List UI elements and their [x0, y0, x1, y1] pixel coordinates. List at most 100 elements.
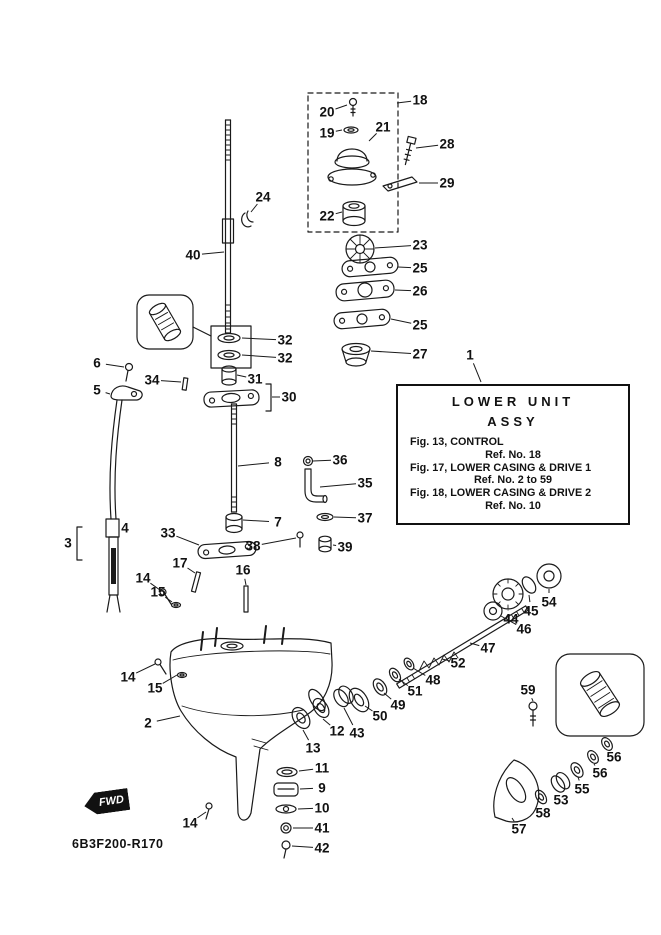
- plate-10-part: [275, 804, 297, 814]
- part-number-17: 17: [172, 556, 187, 571]
- plate-25b-part: [333, 308, 391, 330]
- leader-line-5: [105, 392, 111, 395]
- part-number-25: 25: [412, 318, 428, 333]
- nut-36-part: [302, 455, 314, 467]
- washer-56a-part: [587, 750, 599, 764]
- leader-line-17: [187, 567, 196, 574]
- part-number-9: 9: [318, 781, 326, 796]
- anode-9-part: [273, 782, 299, 797]
- part-number-46: 46: [516, 622, 532, 637]
- part-number-29: 29: [439, 176, 454, 191]
- part-number-23: 23: [412, 238, 428, 253]
- bracket-3: [76, 526, 83, 561]
- part-number-50: 50: [372, 709, 387, 724]
- part-number-8: 8: [274, 455, 282, 470]
- part-number-40: 40: [185, 248, 200, 263]
- shift-rod-assembly: [105, 362, 143, 613]
- lower-unit-assy-info-box: LOWER UNIT ASSY Fig. 13, CONTROL Ref. No…: [396, 384, 630, 525]
- part-number-14: 14: [120, 670, 136, 685]
- water-tube-35-part: [304, 468, 328, 504]
- leader-line-23: [374, 245, 412, 249]
- sleeve-31-part: [221, 365, 237, 386]
- part-number-21: 21: [375, 120, 391, 135]
- leader-line-14: [197, 811, 207, 819]
- fwd-label: FWD: [98, 793, 125, 809]
- leader-line-32: [241, 337, 277, 341]
- pump-housing-21-part: [327, 148, 377, 186]
- stud-16-part: [243, 585, 249, 613]
- leader-line-21: [368, 133, 377, 142]
- info-box-line: Ref. No. 2 to 59: [474, 474, 552, 487]
- part-number-52: 52: [450, 656, 465, 671]
- forward-gear-44-part: [492, 578, 524, 610]
- part-number-49: 49: [390, 698, 405, 713]
- leader-line-47: [469, 642, 480, 647]
- washer-48-part: [403, 657, 415, 671]
- sleeve-43-part: [333, 685, 354, 708]
- washer-15b-part: [176, 671, 188, 679]
- washer-19-part: [343, 126, 359, 134]
- gasket-26-part: [335, 279, 395, 302]
- part-number-53: 53: [553, 793, 569, 808]
- info-box-title-line1: LOWER UNIT: [451, 394, 575, 409]
- leader-line-45: [528, 594, 531, 603]
- leader-line-55: [577, 776, 580, 781]
- part-number-5: 5: [93, 383, 101, 398]
- clip-24-part: [241, 210, 254, 228]
- leader-line-15: [162, 674, 178, 684]
- leader-line-10: [297, 807, 314, 810]
- washer-37-part: [316, 512, 334, 522]
- drawing-code: 6B3F200-R170: [72, 837, 164, 851]
- leader-line-7: [242, 519, 270, 522]
- leader-line-8: [237, 462, 270, 467]
- part-number-37: 37: [357, 511, 372, 526]
- part-number-7: 7: [274, 515, 282, 530]
- leader-line-34: [160, 380, 182, 383]
- ring-12-part: [312, 697, 330, 719]
- part-number-10: 10: [314, 801, 329, 816]
- gasket-11-part: [276, 766, 298, 778]
- bolt-20-part: [348, 97, 358, 117]
- leader-line-51: [398, 678, 409, 686]
- oring-51-part: [388, 667, 402, 683]
- part-number-26: 26: [412, 284, 428, 299]
- info-box-line: Fig. 17, LOWER CASING & DRIVE 1: [410, 461, 592, 474]
- part-number-39: 39: [337, 540, 352, 555]
- part-number-41: 41: [314, 821, 330, 836]
- leader-line-9: [299, 787, 314, 790]
- leader-line-48: [412, 667, 426, 676]
- leader-line-37: [333, 516, 357, 519]
- part-number-57: 57: [511, 822, 526, 837]
- bolt-42-part: [281, 840, 291, 859]
- leader-line-11: [298, 768, 314, 772]
- pinion-gear-46-part: [483, 601, 503, 621]
- bearing-54-part: [536, 563, 562, 589]
- part-number-35: 35: [357, 476, 373, 491]
- bolt-38-part: [296, 531, 304, 548]
- info-box-line: Ref. No. 10: [485, 499, 541, 512]
- part-number-28: 28: [439, 137, 455, 152]
- pin-34-part: [181, 377, 189, 391]
- spring-52-part: [418, 651, 459, 672]
- lower-driveshaft-8-part: [230, 403, 238, 513]
- bushing-39-part: [318, 535, 332, 553]
- bearing-7-part: [225, 512, 243, 534]
- leader-line-16: [244, 578, 247, 586]
- plate-25a-part: [341, 256, 399, 278]
- leader-line-27: [370, 350, 412, 354]
- cup-22-part: [342, 200, 366, 227]
- bearing-32-stack-part: [210, 325, 252, 369]
- plate-29-part: [382, 176, 418, 192]
- part-number-30: 30: [281, 390, 296, 405]
- part-number-14: 14: [182, 816, 198, 831]
- leader-line-36: [312, 459, 332, 462]
- leader-line-35: [319, 483, 357, 488]
- part-number-36: 36: [332, 453, 348, 468]
- part-number-6: 6: [93, 356, 101, 371]
- leader-line-46: [500, 615, 517, 626]
- leader-line-12: [322, 718, 331, 726]
- nut-41-part: [280, 822, 292, 834]
- part-number-18: 18: [412, 93, 428, 108]
